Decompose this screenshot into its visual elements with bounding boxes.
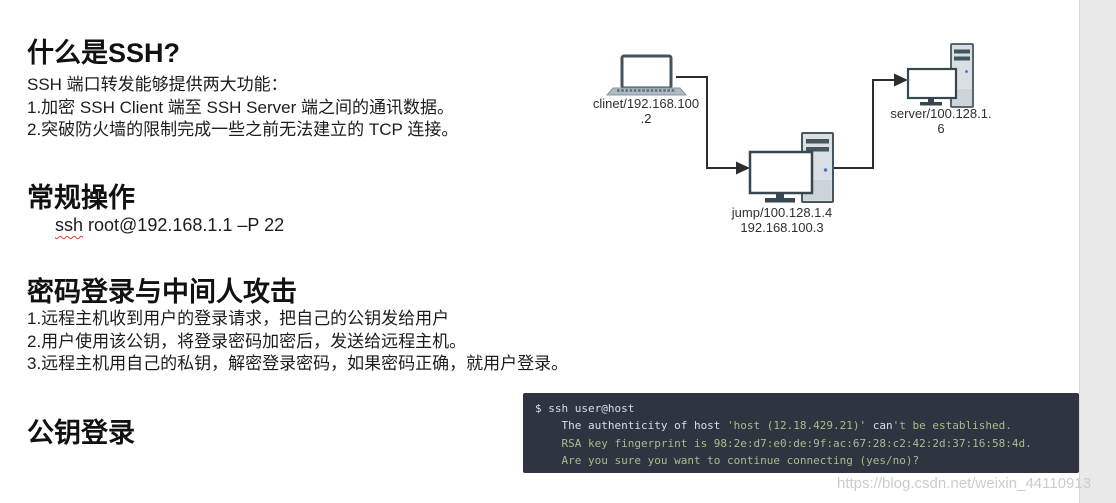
connector-jump-to-server: [833, 79, 894, 169]
csdn-watermark: https://blog.csdn.net/weixin_44110913: [837, 475, 1092, 492]
arrowhead-icon: [736, 161, 750, 175]
connector-client-to-jump: [676, 76, 736, 169]
ssh-network-diagram: clinet/192.168.100 .2 jump/100.128.1.4 1…: [593, 43, 992, 235]
heading-regular-operations: 常规操作: [27, 183, 135, 213]
server-computer-icon: [906, 43, 974, 108]
terminal-command-line: $ ssh user@host: [535, 402, 635, 415]
terminal-text-segment: The authenticity of host: [535, 419, 728, 433]
arrowhead-icon: [894, 73, 908, 87]
paragraph-line: 3.远程主机用自己的私钥，解密登录密码，如果密码正确，就用户登录。: [27, 354, 569, 373]
client-label-line2: .2: [641, 111, 652, 126]
terminal-string-segment: 'host (12.18.429.21)': [727, 419, 867, 433]
ssh-command-line: ssh root@192.168.1.1 –P 22: [55, 215, 284, 236]
heading-pubkey-login: 公钥登录: [27, 418, 135, 448]
paragraph-line: 1.加密 SSH Client 端至 SSH Server 端之间的通讯数据。: [27, 97, 454, 117]
terminal-text-segment: can: [866, 419, 893, 433]
desktop-computer-icon: [748, 132, 834, 203]
server-label-line2: 6: [937, 121, 944, 136]
server-label-line1: server/100.128.1.: [890, 106, 991, 121]
terminal-output-line: The authenticity of host 'host (12.18.42…: [535, 417, 1079, 434]
terminal-string-segment: 't be established.: [892, 419, 1012, 433]
terminal-code-block: $ ssh user@host The authenticity of host…: [523, 393, 1079, 473]
paragraph-line: 2.突破防火墙的限制完成一些之前无法建立的 TCP 连接。: [27, 120, 459, 139]
heading-password-login: 密码登录与中间人攻击: [27, 277, 297, 307]
laptop-icon: [605, 54, 688, 96]
paragraph-line: 2.用户使用该公钥，将登录密码加密后，发送给远程主机。: [27, 331, 467, 351]
ssh-command-args: root@192.168.1.1 –P 22: [83, 215, 285, 235]
jump-label-line2: 192.168.100.3: [740, 220, 823, 235]
what-is-ssh-paragraph: SSH 端口转发能够提供两大功能： 1.加密 SSH Client 端至 SSH…: [27, 74, 458, 142]
heading-what-is-ssh: 什么是SSH?: [27, 38, 181, 68]
paragraph-line: SSH 端口转发能够提供两大功能：: [27, 75, 288, 94]
page-edge-strip: [1079, 0, 1116, 503]
password-login-paragraph: 1.远程主机收到用户的登录请求，把自己的公钥发给用户 2.用户使用该公钥，将登录…: [27, 308, 568, 376]
terminal-output-line: Are you sure you want to continue connec…: [535, 454, 920, 468]
client-label-line1: clinet/192.168.100: [593, 96, 699, 111]
paragraph-line: 1.远程主机收到用户的登录请求，把自己的公钥发给用户: [27, 309, 450, 328]
ssh-command-word: ssh: [55, 215, 84, 235]
terminal-output-line: RSA key fingerprint is 98:2e:d7:e0:de:9f…: [535, 436, 1032, 450]
jump-label-line1: jump/100.128.1.4: [731, 205, 832, 220]
